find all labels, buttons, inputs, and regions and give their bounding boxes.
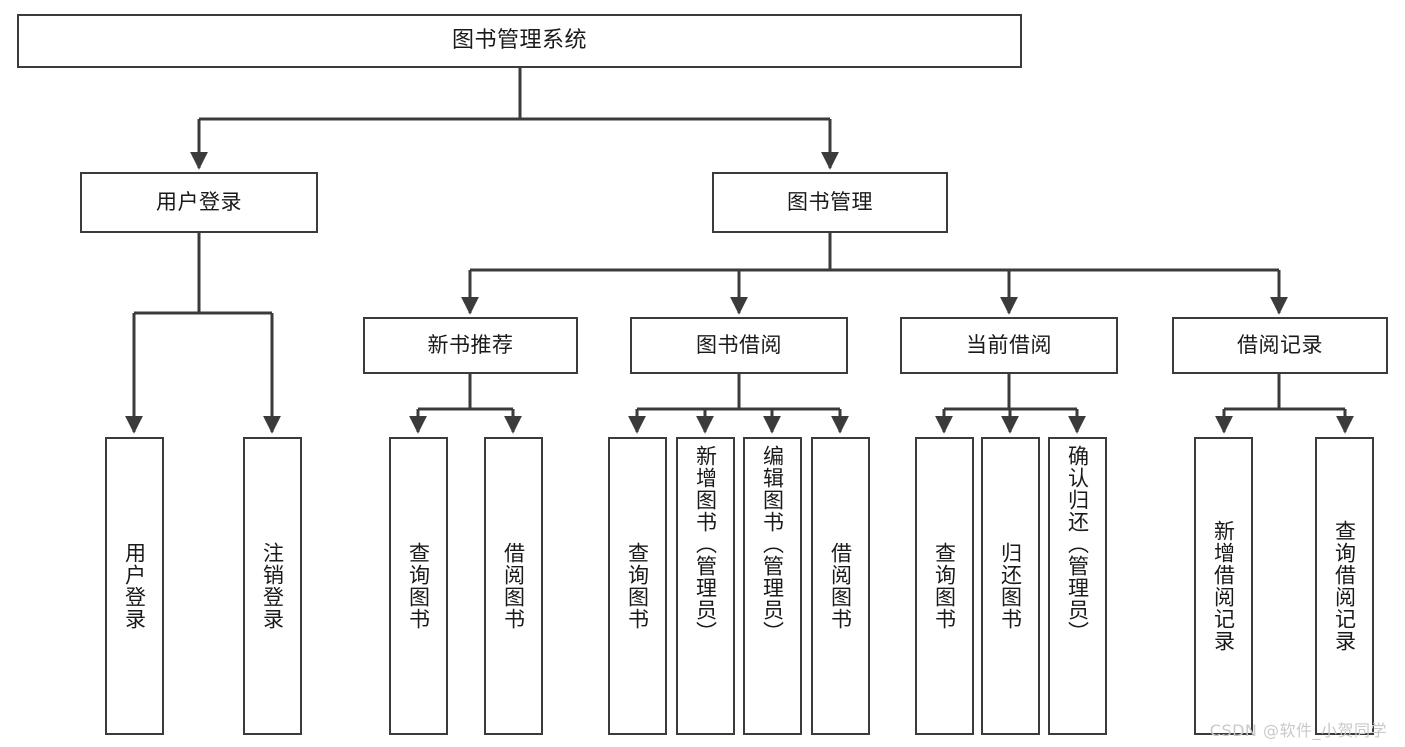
node-book-borrow[interactable]: 图书借阅	[630, 317, 848, 374]
node-root-system[interactable]: 图书管理系统	[17, 14, 1022, 68]
watermark: CSDN @软件_小贺同学	[1209, 721, 1387, 740]
node-label: 图书管理	[787, 190, 873, 215]
node-label: 归还图书	[998, 542, 1023, 630]
node-label: 新增借阅记录	[1211, 520, 1236, 652]
node-book-management[interactable]: 图书管理	[712, 172, 948, 233]
node-label: 查询图书	[932, 542, 957, 630]
node-label: 用户登录	[122, 542, 147, 630]
node-label: 编辑图书（管理员）	[760, 445, 785, 643]
node-label: 注销登录	[260, 542, 285, 630]
node-label: 借阅记录	[1237, 333, 1323, 358]
leaf-new-book-borrow[interactable]: 借阅图书	[484, 437, 543, 735]
node-label: 查询图书	[625, 542, 650, 630]
node-label: 新增图书（管理员）	[693, 445, 718, 643]
leaf-book-borrow-add[interactable]: 新增图书（管理员）	[676, 437, 735, 735]
leaf-new-book-query[interactable]: 查询图书	[389, 437, 448, 735]
node-label: 确认归还（管理员）	[1065, 445, 1090, 643]
node-borrow-record[interactable]: 借阅记录	[1172, 317, 1388, 374]
leaf-current-borrow-query[interactable]: 查询图书	[915, 437, 974, 735]
node-label: 查询借阅记录	[1332, 520, 1357, 652]
node-user-login[interactable]: 用户登录	[80, 172, 318, 233]
leaf-current-borrow-confirm-return[interactable]: 确认归还（管理员）	[1048, 437, 1107, 735]
node-label: 图书借阅	[696, 333, 782, 358]
node-label: 新书推荐	[427, 333, 514, 358]
leaf-user-login-signout[interactable]: 注销登录	[243, 437, 302, 735]
leaf-current-borrow-return[interactable]: 归还图书	[981, 437, 1040, 735]
node-label: 用户登录	[156, 190, 242, 215]
node-label: 查询图书	[406, 542, 431, 630]
leaf-book-borrow-edit[interactable]: 编辑图书（管理员）	[743, 437, 802, 735]
node-label: 当前借阅	[966, 333, 1052, 358]
node-new-book-recommend[interactable]: 新书推荐	[363, 317, 578, 374]
node-label: 借阅图书	[828, 542, 853, 630]
node-label: 借阅图书	[501, 542, 526, 630]
node-current-borrow[interactable]: 当前借阅	[900, 317, 1118, 374]
leaf-user-login-signin[interactable]: 用户登录	[105, 437, 164, 735]
leaf-book-borrow-lend[interactable]: 借阅图书	[811, 437, 870, 735]
node-label: 图书管理系统	[451, 28, 587, 54]
leaf-borrow-record-query[interactable]: 查询借阅记录	[1315, 437, 1374, 735]
leaf-book-borrow-query[interactable]: 查询图书	[608, 437, 667, 735]
leaf-borrow-record-add[interactable]: 新增借阅记录	[1194, 437, 1253, 735]
